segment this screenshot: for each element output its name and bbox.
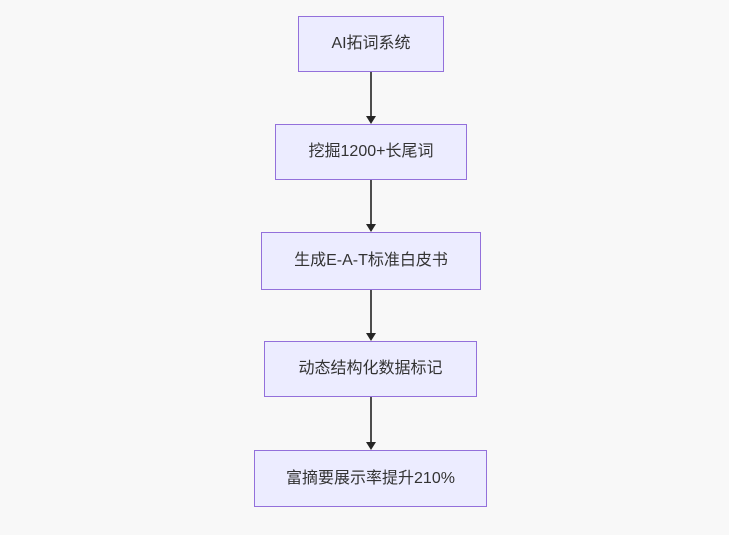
flowchart-edge-3 [366,290,376,341]
node-rich-snippet-rate-increase: 富摘要展示率提升210% [254,450,487,507]
flowchart-edge-4 [366,397,376,450]
node-eat-whitepaper-generation: 生成E-A-T标准白皮书 [261,232,481,290]
arrow-line [370,180,372,224]
node-dynamic-structured-data-markup: 动态结构化数据标记 [264,341,477,397]
node-label: 挖掘1200+长尾词 [308,143,434,160]
node-label: 动态结构化数据标记 [298,360,443,377]
arrow-line [370,397,372,442]
arrow-down-icon [366,442,376,450]
flowchart-edge-2 [366,180,376,232]
node-label: 富摘要展示率提升210% [286,469,455,487]
node-longtail-keyword-mining: 挖掘1200+长尾词 [275,124,467,180]
arrow-down-icon [366,333,376,341]
node-label: 生成E-A-T标准白皮书 [294,252,448,269]
arrow-line [370,290,372,333]
node-ai-word-expansion-system: AI拓词系统 [298,16,444,72]
node-label: AI拓词系统 [331,35,411,52]
arrow-down-icon [366,224,376,232]
arrow-line [370,72,372,116]
arrow-down-icon [366,116,376,124]
flowchart-edge-1 [366,72,376,124]
